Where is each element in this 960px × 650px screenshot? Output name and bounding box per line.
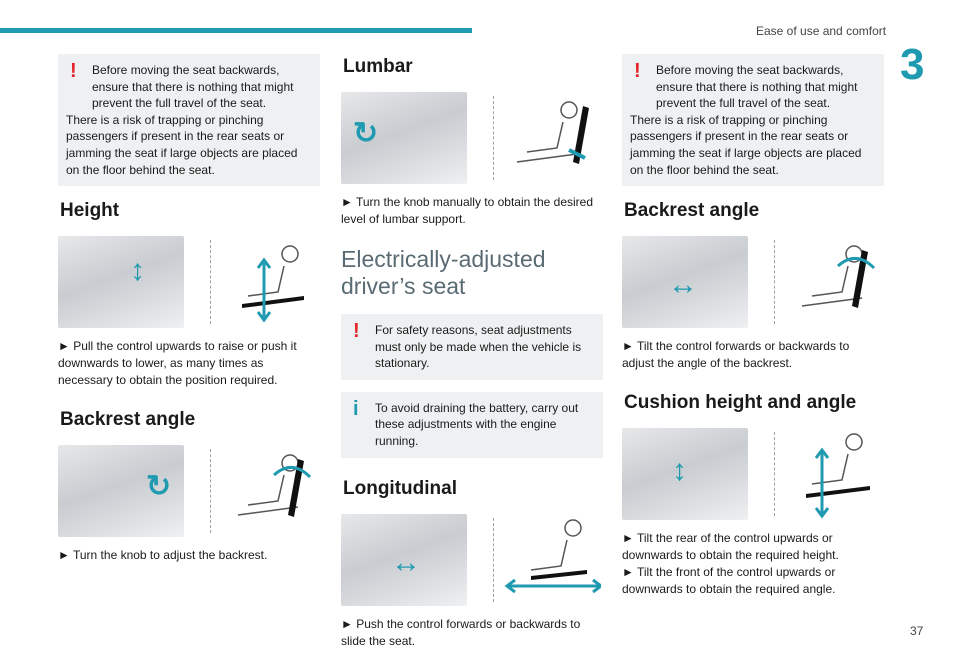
illustration-longitudinal: ↔ (341, 513, 603, 606)
chapter-number: 3 (900, 40, 925, 89)
cushion-instructions-angle: ► Tilt the front of the control upwards … (622, 565, 836, 597)
illustration-cushion: ↕ (622, 428, 884, 521)
seat-photo (622, 428, 748, 521)
illustration-backrest: ↻ (58, 445, 320, 538)
seat-photo (58, 236, 184, 329)
lumbar-pictogram-icon (516, 101, 589, 164)
warning-text: Before moving the seat backwards, ensure… (92, 63, 294, 111)
illustration-height: ↕ (58, 236, 320, 329)
rotate-arrow-icon: ↻ (146, 470, 172, 504)
up-down-arrow-icon: ↕ (130, 254, 145, 288)
backrest-instructions: ► Turn the knob to adjust the backrest. (58, 548, 268, 563)
warning-icon: ! (70, 60, 77, 82)
heading-height: Height (60, 200, 120, 222)
column-right: ! Before moving the seat backwards, ensu… (622, 54, 884, 598)
longitudinal-instructions: ► Push the control forwards or backwards… (341, 616, 581, 648)
seat-height-pictogram-icon (242, 245, 304, 323)
section-title: Ease of use and comfort (756, 24, 887, 38)
warning-text-2: There is a risk of trapping or pinching … (66, 112, 298, 177)
info-box: i To avoid draining the battery, carry o… (341, 391, 603, 458)
warning-icon: ! (353, 320, 360, 342)
backrest-electric-instructions: ► Tilt the control forwards or backwards… (622, 339, 850, 371)
heading-longitudinal: Longitudinal (343, 477, 457, 499)
seat-photo (341, 92, 467, 184)
up-down-arrow-icon: ↕ (672, 454, 687, 488)
warning-box: ! Before moving the seat backwards, ensu… (622, 54, 884, 187)
info-icon: i (353, 397, 359, 420)
heading-electric-seat: Electrically-adjusted driver’s seat (341, 246, 546, 299)
warning-text-2: There is a risk of trapping or pinching … (630, 112, 862, 177)
cushion-instructions-height: ► Tilt the rear of the control upwards o… (622, 531, 839, 563)
page-number: 37 (910, 624, 924, 638)
cushion-pictogram-icon (806, 433, 870, 519)
header-accent-bar (0, 28, 472, 33)
backrest-pictogram-icon (237, 454, 312, 518)
warning-text: For safety reasons, seat adjustments mus… (375, 323, 582, 371)
seat-photo (341, 513, 467, 606)
seat-photo (58, 445, 184, 538)
heading-cushion: Cushion height and angle (624, 392, 857, 414)
heading-backrest-angle: Backrest angle (60, 409, 196, 431)
warning-box: ! Before moving the seat backwards, ensu… (58, 54, 320, 187)
warning-text: Before moving the seat backwards, ensure… (656, 63, 858, 111)
warning-icon: ! (634, 60, 641, 82)
warning-box: ! For safety reasons, seat adjustments m… (341, 314, 603, 380)
column-middle: Lumbar ↻ ► Turn the knob manually to obt… (341, 54, 603, 650)
longitudinal-pictogram-icon (504, 518, 601, 593)
height-instructions: ► Pull the control upwards to raise or p… (58, 339, 297, 388)
seat-photo (622, 236, 748, 329)
lumbar-instructions: ► Turn the knob manually to obtain the d… (341, 195, 594, 226)
tilt-arrow-icon: ↔ (668, 268, 698, 302)
left-right-arrow-icon: ↔ (391, 545, 421, 579)
illustration-lumbar: ↻ (341, 92, 603, 184)
rotate-arrow-icon: ↻ (353, 117, 379, 150)
heading-lumbar: Lumbar (343, 56, 413, 77)
info-text: To avoid draining the battery, carry out… (375, 400, 579, 448)
column-left: ! Before moving the seat backwards, ensu… (58, 54, 320, 564)
illustration-backrest-electric: ↔ (622, 236, 884, 329)
backrest-pictogram-icon (801, 245, 876, 309)
heading-backrest-angle: Backrest angle (624, 200, 760, 222)
